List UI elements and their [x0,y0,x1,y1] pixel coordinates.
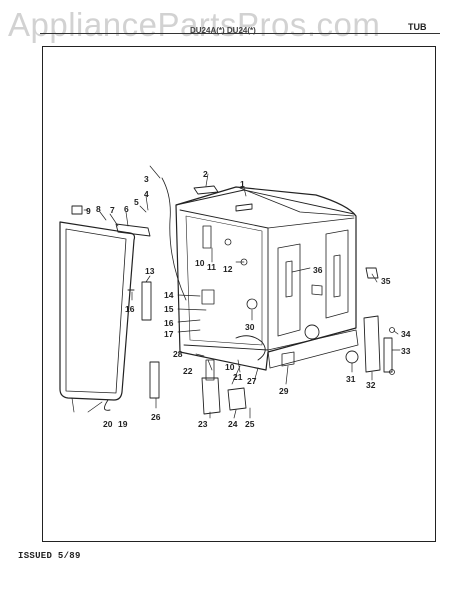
tub-outline [175,186,357,371]
callout-12: 12 [223,264,233,274]
tub-side-wall [267,217,355,229]
leader-lines [71,165,401,419]
rack-slot-rear [333,254,341,298]
gasket-tail [104,399,111,411]
part-35-clip [365,267,379,279]
model-codes: DU24A(*) DU24(*) [190,26,256,35]
part-34-screw-b [389,369,395,375]
part-23-bracket [201,377,221,415]
callout-3: 3 [144,174,149,184]
door-gasket-inner [65,228,127,394]
float-switch [201,289,215,305]
callout-32: 32 [366,380,376,390]
callout-16-center: 16 [164,318,174,328]
callout-4: 4 [144,189,149,199]
part-33-strip [383,337,393,373]
callout-23: 23 [198,419,208,429]
callout-14: 14 [164,290,174,300]
part-32-bracket [363,315,381,373]
callout-10-lower: 10 [225,362,235,372]
callout-13: 13 [145,266,155,276]
part-24-bracket [227,387,247,411]
callout-26: 26 [151,412,161,422]
side-panel-front [277,243,301,337]
callout-25: 25 [245,419,255,429]
fill-funnel [202,225,212,249]
callout-28: 28 [173,349,183,359]
tub-top-back [239,187,355,217]
hinge-bracket-2 [193,185,219,195]
callout-17: 17 [164,329,174,339]
tub-bottom [267,329,359,369]
callout-8: 8 [96,204,101,214]
callout-9: 9 [86,206,91,216]
callout-11: 11 [207,262,216,272]
callout-20: 20 [103,419,113,429]
bracket-7 [115,223,151,237]
vent-1 [235,203,253,212]
part-30-grommet [246,298,258,310]
part-26 [149,361,160,399]
callout-29: 29 [279,386,289,396]
callout-33: 33 [401,346,411,356]
rack-slot-36 [285,260,293,298]
tub-front-flange-inner [185,215,263,346]
callout-7: 7 [110,205,115,215]
callout-1: 1 [240,179,245,189]
fastener-11 [224,238,232,246]
callout-10-upper: 10 [195,258,205,268]
part-13 [141,281,152,321]
callout-labels: 1 2 3 4 5 6 7 8 9 10 11 12 13 14 15 16 1… [86,169,411,429]
callout-19: 19 [118,419,128,429]
part-34-screw [389,327,395,333]
sump-outlet [304,324,320,340]
bottom-bracket-29 [281,351,295,367]
callout-2: 2 [203,169,208,179]
cable-3 [161,177,187,301]
callout-34: 34 [401,329,411,339]
header-rule [40,33,440,34]
watermark-text: AppliancePartsPros.com [8,6,381,43]
callout-35: 35 [381,276,391,286]
diagram-frame [42,46,436,542]
callout-22: 22 [183,366,193,376]
tub-front-flange [179,209,269,351]
door-gasket [59,221,136,401]
hose-loop [235,335,266,361]
callout-15: 15 [164,304,174,314]
bracket-mid [311,284,323,296]
callout-6: 6 [124,204,129,214]
clip-9 [71,205,83,215]
drain-outlet-31 [345,350,359,364]
callout-31: 31 [346,374,356,384]
section-title: TUB [408,22,427,32]
callout-36: 36 [313,265,323,275]
callout-24: 24 [228,419,238,429]
side-panel-rear [325,229,349,319]
callout-27: 27 [247,376,257,386]
callout-30: 30 [245,322,255,332]
callout-5: 5 [134,197,139,207]
callout-16-left: 16 [125,304,135,314]
issue-date: ISSUED 5/89 [18,551,81,561]
part-22-link [205,359,215,381]
callout-21: 21 [233,372,243,382]
